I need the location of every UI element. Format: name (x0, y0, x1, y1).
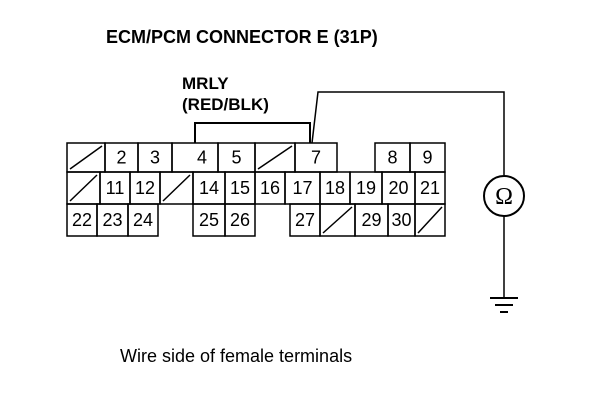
terminal-number: 27 (295, 210, 315, 230)
terminal-number: 23 (102, 210, 122, 230)
terminal-12: 12 (129, 171, 161, 205)
terminal-29: 29 (354, 203, 389, 237)
terminal-number: 20 (388, 178, 408, 198)
terminal-number: 12 (135, 178, 155, 198)
diagram-caption: Wire side of female terminals (120, 346, 352, 366)
terminal-number: 19 (356, 178, 376, 198)
terminal-23: 23 (96, 203, 129, 237)
terminal-22: 22 (66, 203, 98, 237)
terminal-17: 17 (284, 171, 321, 205)
terminal-14: 14 (192, 171, 226, 205)
blank-terminal (319, 203, 356, 237)
terminal-number: 11 (106, 178, 125, 198)
ohm-symbol: Ω (495, 184, 513, 210)
ohmmeter-icon: Ω (483, 175, 525, 217)
terminal-8: 8 (374, 142, 411, 173)
terminal-number: 4 (197, 148, 207, 168)
terminal-number: 15 (230, 178, 250, 198)
terminal-bracket (194, 122, 311, 143)
terminal-number: 21 (420, 178, 440, 198)
terminal-24: 24 (127, 203, 159, 237)
terminal-number: 2 (116, 148, 126, 168)
terminal-27: 27 (289, 203, 321, 237)
terminal-number: 9 (422, 148, 432, 168)
terminal-3: 3 (137, 142, 173, 173)
terminal-2: 2 (104, 142, 139, 173)
terminal-number: 17 (292, 178, 312, 198)
terminal-5: 5 (217, 142, 256, 173)
terminal-number: 26 (230, 210, 250, 230)
probe-wire (311, 91, 505, 175)
terminal-15: 15 (224, 171, 256, 205)
diagram-title: ECM/PCM CONNECTOR E (31P) (106, 27, 378, 47)
ground-icon (490, 297, 518, 313)
terminal-18: 18 (319, 171, 351, 205)
terminal-11: 11 (99, 171, 131, 205)
terminal-number: 30 (391, 210, 411, 230)
terminal-number: 16 (260, 178, 280, 198)
terminal-20: 20 (381, 171, 416, 205)
terminal-number: 29 (361, 210, 381, 230)
wire-name-label: MRLY (182, 74, 229, 93)
terminal-number: 22 (72, 210, 92, 230)
terminal-number: 18 (325, 178, 345, 198)
terminal-number: 7 (311, 148, 321, 168)
terminal-25: 25 (192, 203, 226, 237)
terminal-number: 14 (199, 178, 219, 198)
blank-terminal (254, 142, 296, 173)
terminal-19: 19 (349, 171, 383, 205)
terminal-21: 21 (414, 171, 446, 205)
blank-terminal (66, 142, 106, 173)
blank-terminal (66, 171, 101, 205)
terminal-9: 9 (409, 142, 446, 173)
terminal-16: 16 (254, 171, 286, 205)
terminal-number: 24 (133, 210, 153, 230)
terminal-4: 4 (171, 142, 219, 173)
wire-color-label: (RED/BLK) (182, 95, 269, 114)
terminal-number: 25 (199, 210, 219, 230)
terminal-26: 26 (224, 203, 256, 237)
terminal-number: 3 (150, 148, 160, 168)
blank-terminal (414, 203, 446, 237)
terminal-30: 30 (387, 203, 416, 237)
terminal-number: 8 (387, 148, 397, 168)
terminal-number: 5 (231, 148, 241, 168)
terminal-7: 7 (294, 142, 338, 173)
blank-terminal (159, 171, 194, 205)
